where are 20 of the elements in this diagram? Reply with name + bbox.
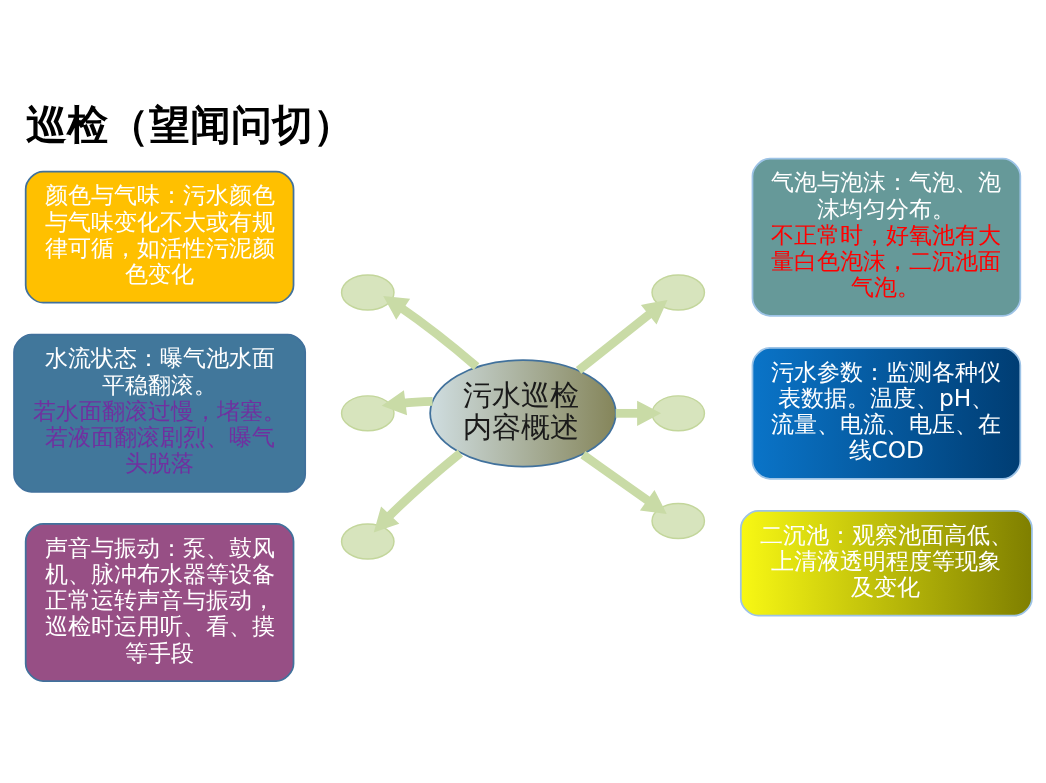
arrow: [381, 390, 433, 416]
node-box: 声音与振动：泵、鼓风机、脉冲布水器等设备正常运转声音与振动，巡检时运用听、看、摸等手段: [24, 523, 295, 683]
node-circle: [651, 395, 706, 432]
arrow: [580, 451, 667, 514]
arrow: [383, 295, 480, 370]
node-box: 污水参数：监测各种仪表数据。温度、pH、流量、电流、电压、在线COD: [751, 346, 1022, 480]
node-box: 水流状态：曝气池水面平稳翻滚。 若水面翻滚过慢，堵塞。若液面翻滚剧烈、曝气头脱落: [13, 333, 307, 493]
node-circle: [651, 274, 706, 311]
node-circle: [340, 274, 395, 311]
node-ellipse: 污水巡检内容概述: [429, 359, 617, 468]
arrow: [575, 299, 668, 374]
node-box: 颜色与气味：污水颜色与气味变化不大或有规律可循，如活性污泥颜色变化: [24, 170, 295, 304]
node-box: 二沉池：观察池面高低、上清液透明程度等现象及变化: [739, 510, 1033, 617]
arrow: [615, 400, 662, 426]
node-box: 气泡与泡沫：气泡、泡沫均匀分布。 不正常时，好氧池有大量白色泡沫，二沉池面气泡。: [751, 157, 1022, 317]
node-circle: [340, 523, 395, 560]
diagram-title: 巡检（望闻问切）: [25, 100, 354, 149]
node-circle: [340, 395, 395, 432]
arrow: [373, 449, 464, 533]
node-circle: [651, 502, 706, 540]
